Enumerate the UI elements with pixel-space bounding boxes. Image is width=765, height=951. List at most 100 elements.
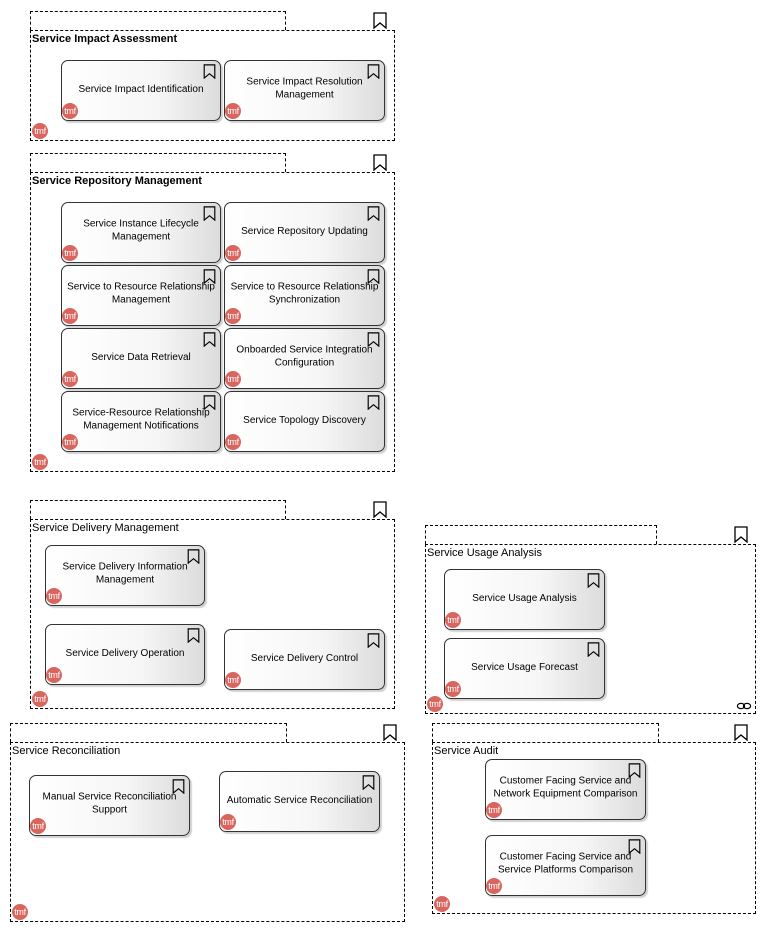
function-label: Manual Service Reconciliation Support xyxy=(42,790,177,815)
bookmark-icon xyxy=(367,269,380,284)
tmf-badge: tmf xyxy=(62,371,78,387)
tmf-badge: tmf xyxy=(225,308,241,324)
function-label: Service Repository Updating xyxy=(241,225,368,237)
function-label: Service Delivery Operation xyxy=(65,647,185,659)
function-label: Service Delivery Information Management xyxy=(62,560,188,585)
bookmark-icon xyxy=(203,206,216,221)
group-service-repository-management[interactable]: Service Repository Management tmf Servic… xyxy=(30,153,395,472)
bookmark-icon xyxy=(367,206,380,221)
tmf-badge: tmf xyxy=(62,308,78,324)
group-body xyxy=(30,30,395,141)
group-body xyxy=(30,172,395,472)
tmf-badge: tmf xyxy=(445,681,461,697)
group-title: Service Usage Analysis xyxy=(427,547,542,559)
function-label: Service Usage Analysis xyxy=(472,592,577,604)
bookmark-icon xyxy=(373,12,387,29)
tmf-badge: tmf xyxy=(486,878,502,894)
tmf-badge: tmf xyxy=(434,896,450,912)
tmf-badge: tmf xyxy=(32,454,48,470)
tmf-badge: tmf xyxy=(12,904,28,920)
group-tab xyxy=(30,500,286,519)
function-box[interactable]: Customer Facing Service and Service Plat… xyxy=(485,835,646,896)
bookmark-icon xyxy=(587,642,600,657)
function-box[interactable]: Service Delivery Information Management … xyxy=(45,545,205,606)
function-box[interactable]: Service Usage Forecast tmf xyxy=(444,638,605,699)
tmf-badge: tmf xyxy=(220,814,236,830)
function-label: Service Impact Identification xyxy=(78,83,204,95)
function-label: Service Instance Lifecycle Management xyxy=(83,217,199,242)
group-title: Service Impact Assessment xyxy=(32,33,178,45)
function-label: Service to Resource Relationship Synchro… xyxy=(230,280,379,305)
group-service-delivery-management[interactable]: Service Delivery Management tmf Service … xyxy=(30,500,395,709)
function-label: Customer Facing Service and Network Equi… xyxy=(493,774,638,799)
bookmark-icon xyxy=(367,395,380,410)
function-box[interactable]: Service Delivery Control tmf xyxy=(224,629,385,690)
tmf-badge: tmf xyxy=(225,371,241,387)
function-box[interactable]: Service to Resource Relationship Managem… xyxy=(61,265,221,326)
bookmark-icon xyxy=(367,633,380,648)
bookmark-icon xyxy=(367,64,380,79)
function-box[interactable]: Service to Resource Relationship Synchro… xyxy=(224,265,385,326)
function-label: Service Usage Forecast xyxy=(471,661,578,673)
bookmark-icon xyxy=(734,724,748,741)
link-icon xyxy=(736,702,752,710)
function-box[interactable]: Service Impact Resolution Management tmf xyxy=(224,60,385,121)
bookmark-icon xyxy=(203,64,216,79)
bookmark-icon xyxy=(203,395,216,410)
group-body xyxy=(10,742,405,922)
function-box[interactable]: Service Impact Identification tmf xyxy=(61,60,221,121)
function-box[interactable]: Service Usage Analysis tmf xyxy=(444,569,605,630)
bookmark-icon xyxy=(587,573,600,588)
group-tab xyxy=(10,723,287,742)
function-label: Service Topology Discovery xyxy=(243,414,366,426)
function-box[interactable]: Service Topology Discovery tmf xyxy=(224,391,385,452)
bookmark-icon xyxy=(373,501,387,518)
group-service-impact-assessment[interactable]: Service Impact Assessment tmf Service Im… xyxy=(30,11,395,141)
function-box[interactable]: Service Delivery Operation tmf xyxy=(45,624,205,685)
function-box[interactable]: Manual Service Reconciliation Support tm… xyxy=(29,775,190,836)
tmf-badge: tmf xyxy=(486,802,502,818)
function-label: Service Impact Resolution Management xyxy=(246,75,363,100)
group-title: Service Audit xyxy=(434,745,499,757)
tmf-badge: tmf xyxy=(30,818,46,834)
function-label: Automatic Service Reconciliation xyxy=(226,794,373,806)
bookmark-icon xyxy=(187,628,200,643)
bookmark-icon xyxy=(367,332,380,347)
function-box[interactable]: Automatic Service Reconciliation tmf xyxy=(219,771,380,832)
function-label: Onboarded Service Integration Configurat… xyxy=(236,343,373,368)
group-body xyxy=(425,544,756,714)
tmf-badge: tmf xyxy=(46,588,62,604)
bookmark-icon xyxy=(373,154,387,171)
function-label: Service-Resource Relationship Management… xyxy=(72,406,210,431)
group-tab xyxy=(30,11,286,30)
tmf-badge: tmf xyxy=(427,696,443,712)
tmf-badge: tmf xyxy=(32,691,48,707)
tmf-badge: tmf xyxy=(225,672,241,688)
group-service-audit[interactable]: Service Audit tmf Customer Facing Servic… xyxy=(432,723,756,914)
function-label: Service to Resource Relationship Managem… xyxy=(67,280,215,305)
group-tab xyxy=(432,723,659,742)
tmf-badge: tmf xyxy=(32,123,48,139)
group-service-reconciliation[interactable]: Service Reconciliation tmf Manual Servic… xyxy=(10,723,405,922)
function-box[interactable]: Onboarded Service Integration Configurat… xyxy=(224,328,385,389)
tmf-badge: tmf xyxy=(225,434,241,450)
function-box[interactable]: Service Repository Updating tmf xyxy=(224,202,385,263)
bookmark-icon xyxy=(203,332,216,347)
function-box[interactable]: Customer Facing Service and Network Equi… xyxy=(485,759,646,820)
bookmark-icon xyxy=(172,779,185,794)
tmf-badge: tmf xyxy=(62,103,78,119)
group-title: Service Delivery Management xyxy=(32,522,179,534)
bookmark-icon xyxy=(628,839,641,854)
function-box[interactable]: Service Instance Lifecycle Management tm… xyxy=(61,202,221,263)
bookmark-icon xyxy=(628,763,641,778)
function-box[interactable]: Service-Resource Relationship Management… xyxy=(61,391,221,452)
bookmark-icon xyxy=(383,724,397,741)
group-tab xyxy=(425,525,657,544)
function-box[interactable]: Service Data Retrieval tmf xyxy=(61,328,221,389)
group-title: Service Reconciliation xyxy=(12,745,121,757)
group-title: Service Repository Management xyxy=(32,175,202,187)
function-label: Service Data Retrieval xyxy=(91,351,191,363)
bookmark-icon xyxy=(203,269,216,284)
group-service-usage-analysis[interactable]: Service Usage Analysis tmf Service Usage… xyxy=(425,525,756,714)
tmf-badge: tmf xyxy=(445,612,461,628)
